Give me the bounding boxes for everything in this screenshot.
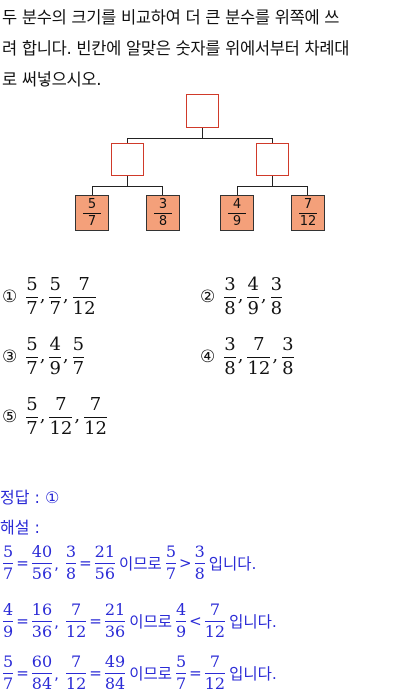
choice-number: ①: [2, 287, 18, 308]
question-line-1: 두 분수의 크기를 비교하여 더 큰 분수를 위쪽에 쓰: [2, 8, 340, 27]
tree-line: [202, 128, 204, 139]
tree-line: [162, 186, 164, 196]
tree-line: [127, 138, 273, 140]
leaf-denominator: 8: [158, 213, 168, 229]
leaf-numerator: 4: [232, 196, 242, 212]
choice-number: ③: [2, 347, 18, 368]
tree-line: [272, 176, 274, 187]
tree-line: [237, 186, 308, 188]
question-line-2: 려 합니다. 빈칸에 알맞은 숫자를 위에서부터 차례대: [2, 39, 350, 58]
choice-number: ②: [200, 287, 216, 308]
top-blank-box[interactable]: [186, 94, 219, 128]
explanation-label: 해설 :: [0, 518, 40, 537]
tree-line: [92, 186, 94, 196]
choice-number: ④: [200, 347, 216, 368]
tree-line: [127, 176, 129, 187]
right-blank-box[interactable]: [256, 143, 289, 176]
tree-line: [92, 186, 163, 188]
question-text: 두 분수의 크기를 비교하여 더 큰 분수를 위쪽에 쓰 려 합니다. 빈칸에 …: [2, 2, 398, 95]
tree-line: [127, 138, 129, 144]
tree-line: [307, 186, 309, 196]
leaf-numerator: 7: [303, 196, 313, 212]
left-blank-box[interactable]: [111, 143, 144, 176]
leaf-numerator: 5: [87, 196, 97, 212]
leaf-denominator: 7: [87, 213, 97, 229]
leaf-numerator: 3: [158, 196, 168, 212]
leaf-denominator: 9: [232, 213, 242, 229]
choice-number: ⑤: [2, 407, 18, 428]
leaf-denominator: 12: [299, 213, 317, 229]
answer-line: 정답 : ①: [0, 488, 60, 507]
tree-line: [272, 138, 274, 144]
question-line-3: 로 써넣으시오.: [2, 70, 102, 89]
tree-line: [237, 186, 239, 196]
